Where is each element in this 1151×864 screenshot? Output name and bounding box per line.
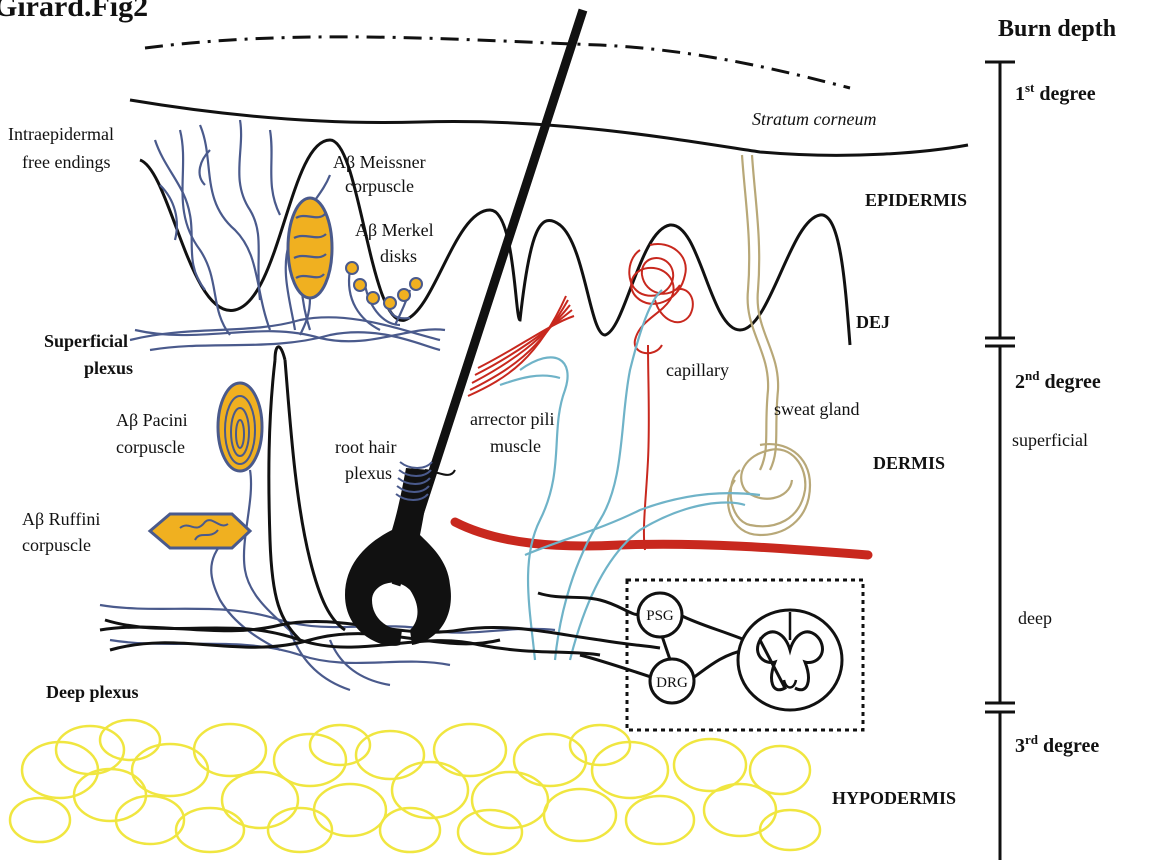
burn-depth-scale	[985, 62, 1015, 860]
third-degree-label: 3rd degree	[1015, 732, 1099, 757]
superficial-plexus-label-line2: plexus	[84, 358, 133, 378]
arrector-pili-label-line2: muscle	[490, 436, 541, 456]
superficial-plexus-label-line1: Superficial	[44, 331, 128, 351]
pacini-label-line1: Aβ Pacini	[116, 410, 188, 430]
dermis-label: DERMIS	[873, 453, 945, 473]
epidermis-label: EPIDERMIS	[865, 190, 967, 210]
deep-label: deep	[1018, 608, 1052, 628]
sensory-fibers-cyan	[500, 290, 760, 660]
burn-depth-heading: Burn depth	[998, 16, 1116, 42]
first-degree-label: 1st degree	[1015, 80, 1096, 105]
capillary-label: capillary	[666, 360, 729, 380]
meissner-label-line2: corpuscle	[345, 176, 414, 196]
figure-title: Girard.Fig2	[0, 0, 148, 23]
merkel-label-line1: Aβ Merkel	[355, 220, 434, 240]
ruffini-label-line1: Aβ Ruffini	[22, 509, 100, 529]
intraepidermal-label-line1: Intraepidermal	[8, 124, 114, 144]
dej-label: DEJ	[856, 312, 890, 332]
sweat-gland	[728, 155, 810, 535]
pacini-corpuscle	[218, 383, 262, 471]
psg-label: PSG	[646, 608, 674, 624]
hypodermis-label: HYPODERMIS	[832, 788, 956, 808]
ruffini-label-line2: corpuscle	[22, 535, 91, 555]
second-degree-label: 2nd degree	[1015, 368, 1101, 393]
hypodermis-fat-cells	[10, 720, 820, 854]
merkel-disks	[346, 262, 422, 309]
merkel-label-line2: disks	[380, 246, 417, 266]
surface-dashdot-line	[145, 37, 850, 88]
arrector-pili-label-line1: arrector pili	[470, 409, 554, 429]
pacini-label-line2: corpuscle	[116, 437, 185, 457]
spinal-cord	[738, 610, 842, 710]
dermal-blood-vessel	[455, 522, 868, 555]
intraepidermal-label-line2: free endings	[22, 152, 110, 172]
drg-label: DRG	[656, 675, 688, 691]
root-hair-label-line2: plexus	[345, 463, 392, 483]
sweat-gland-label: sweat gland	[774, 399, 859, 419]
superficial-label: superficial	[1012, 430, 1088, 450]
meissner-corpuscle	[288, 198, 332, 335]
meissner-label-line1: Aβ Meissner	[333, 152, 426, 172]
stratum-corneum-label: Stratum corneum	[752, 109, 877, 129]
deep-nerve-fibers-blue	[100, 470, 555, 690]
deep-plexus-label: Deep plexus	[46, 682, 139, 702]
ruffini-corpuscle	[150, 514, 250, 548]
root-hair-label-line1: root hair	[335, 437, 396, 457]
